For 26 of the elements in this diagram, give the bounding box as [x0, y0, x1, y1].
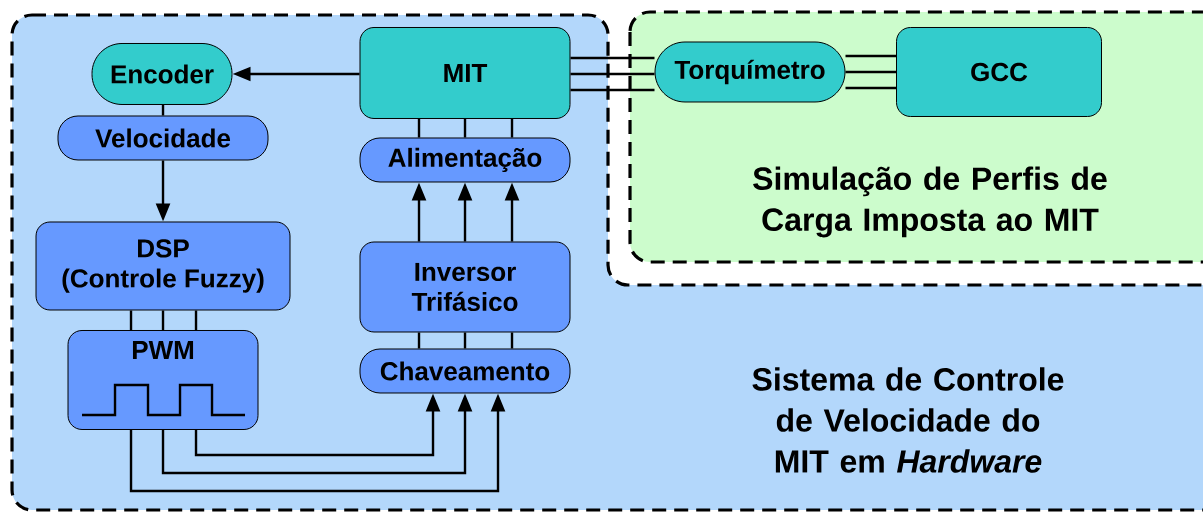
connector-line: [161, 310, 165, 330]
controller-box: DSP (Controle Fuzzy): [35, 221, 291, 311]
torque-meter-pill: Torquímetro: [654, 41, 846, 103]
connector-line: [463, 332, 467, 349]
connector-line: [129, 310, 133, 330]
connector-line: [417, 119, 421, 138]
inverter-box: Inversor Trifásico: [359, 241, 571, 333]
signal-pill: Velocidade: [57, 115, 269, 161]
connector-line: [463, 119, 467, 138]
connector-line: [570, 72, 655, 76]
switching-pill: Chaveamento: [359, 348, 571, 394]
connector-line: [845, 54, 896, 58]
connector-line: [417, 332, 421, 349]
connector-line: [570, 56, 655, 60]
sensor-pill: Encoder: [91, 43, 233, 105]
connector-line: [570, 88, 655, 92]
supply-pill: Alimentação: [359, 137, 571, 183]
connector-line: [161, 105, 165, 116]
connector-line: [510, 119, 514, 138]
generator-box: GCC: [896, 27, 1102, 117]
connector-line: [510, 332, 514, 349]
connector-line: [845, 70, 896, 74]
connector-line: [845, 86, 896, 90]
motor-box: MIT: [359, 27, 571, 119]
connector-line: [194, 310, 198, 330]
pwm-box: PWM: [67, 330, 259, 430]
